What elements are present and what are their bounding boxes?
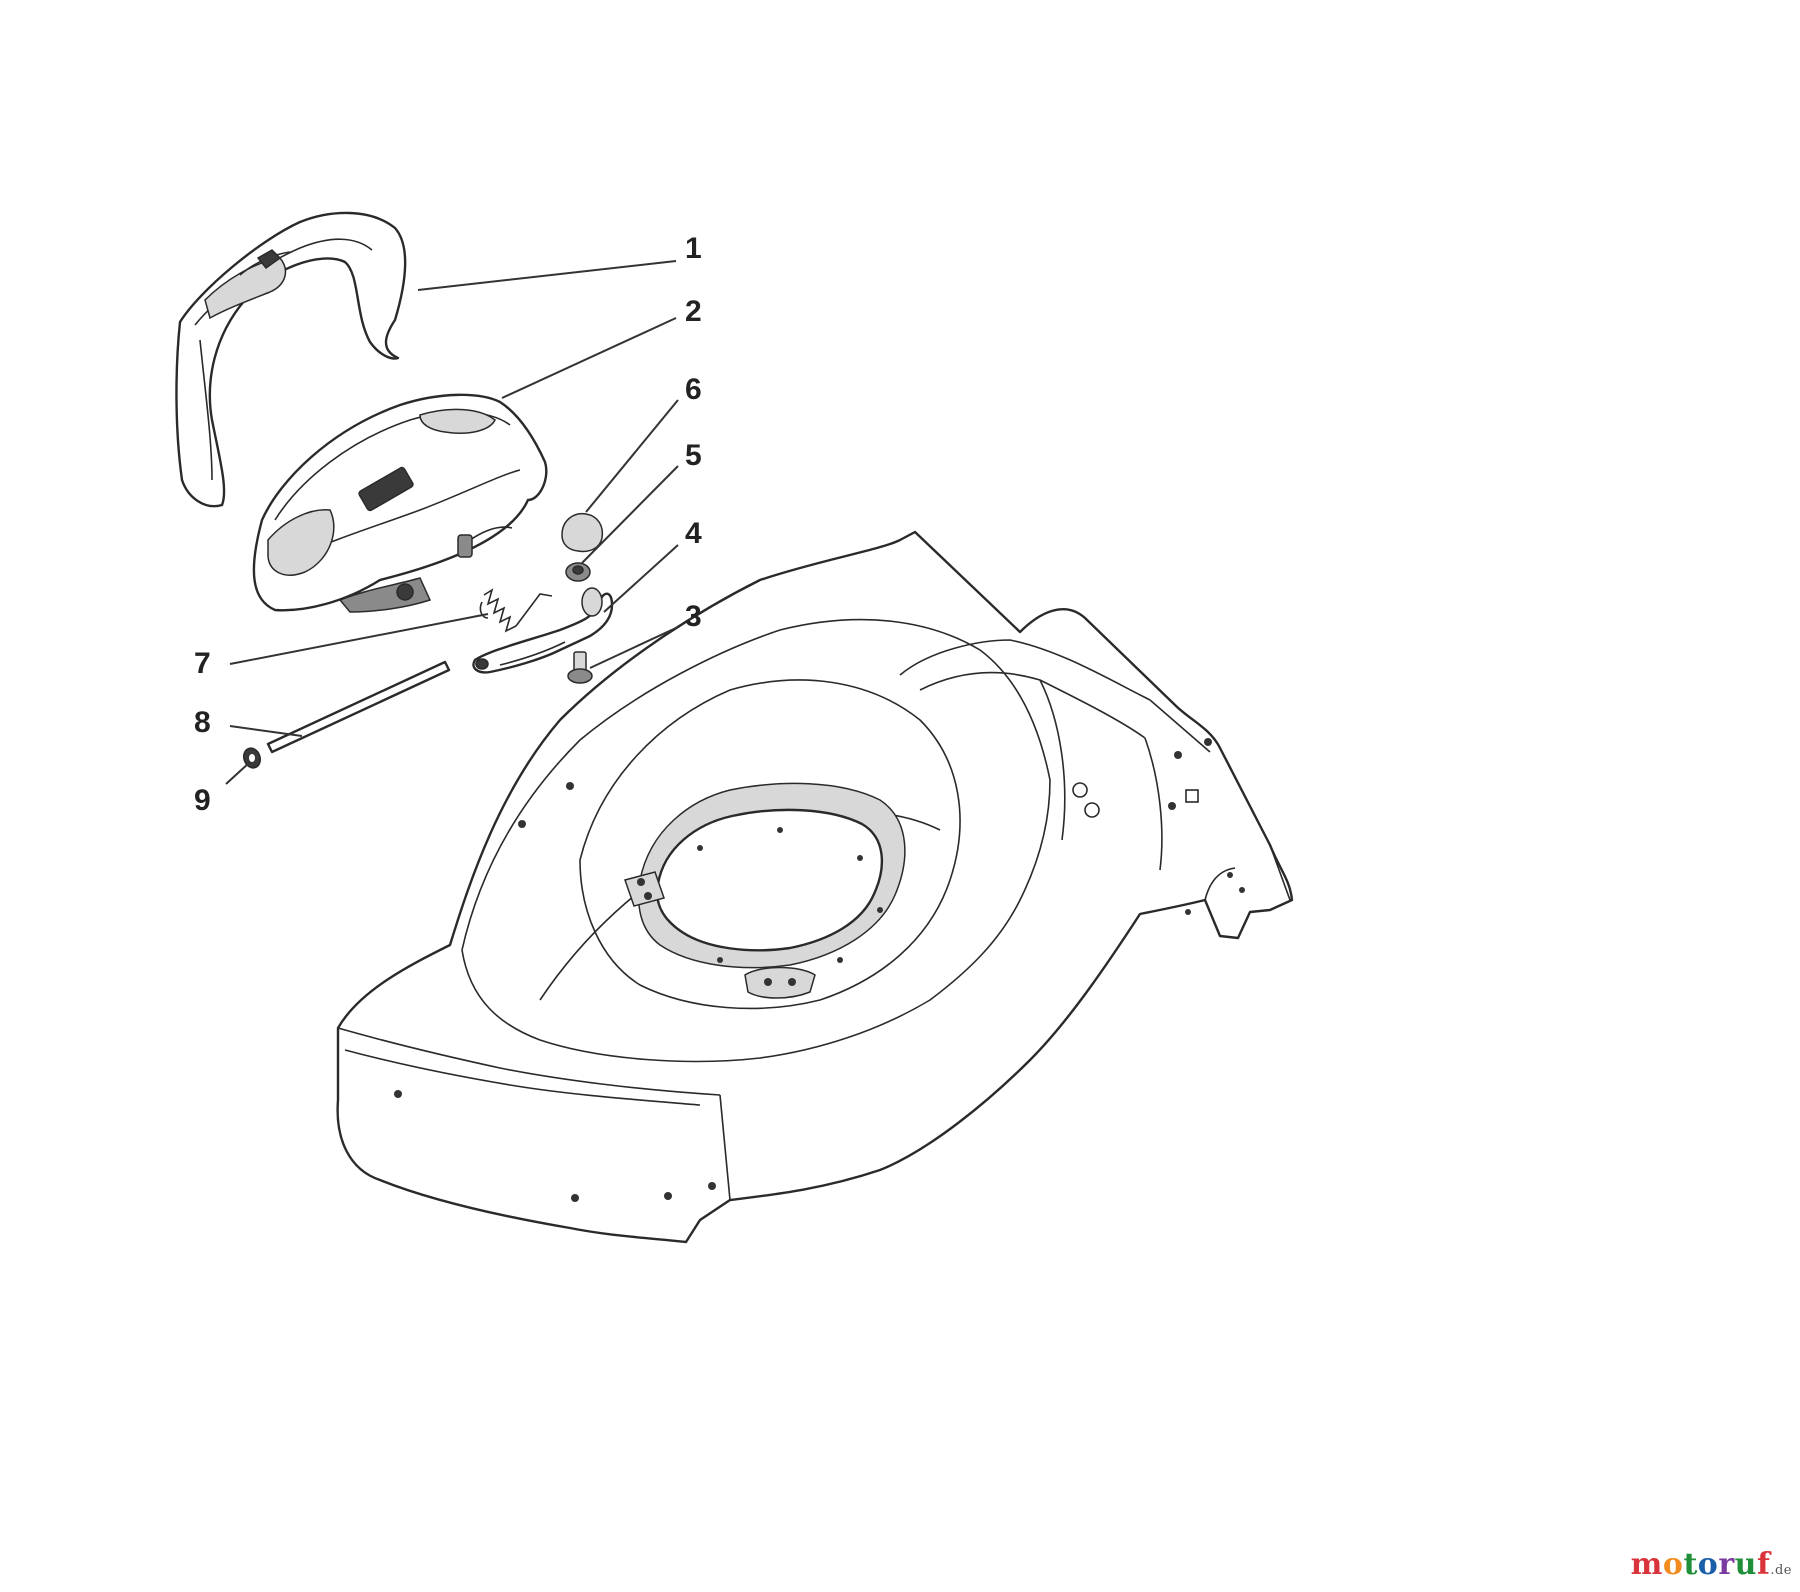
watermark-tld: .de xyxy=(1770,1563,1792,1578)
part-rear-cover xyxy=(252,393,548,613)
watermark-letter: u xyxy=(1734,1547,1757,1582)
part-rear-flap xyxy=(175,211,407,508)
leader-2 xyxy=(501,317,677,399)
watermark-letter: t xyxy=(1683,1547,1698,1582)
part-screw xyxy=(567,651,593,684)
callout-7: 7 xyxy=(194,647,211,680)
leader-3 xyxy=(589,626,679,669)
callout-8: 8 xyxy=(194,706,211,739)
motoruf-watermark: motoruf.de xyxy=(1631,1547,1792,1582)
leader-5 xyxy=(581,465,679,564)
callout-3: 3 xyxy=(685,600,702,633)
callouts: 1 2 6 5 4 3 7 8 9 xyxy=(194,232,702,817)
callout-4: 4 xyxy=(685,517,702,550)
callout-1: 1 xyxy=(685,232,702,265)
watermark-letter: r xyxy=(1718,1547,1735,1582)
leader-8 xyxy=(229,725,303,737)
callout-2: 2 xyxy=(685,295,702,328)
callout-5: 5 xyxy=(685,439,702,472)
part-spring xyxy=(479,588,553,633)
watermark-logo-text: motoruf xyxy=(1631,1547,1771,1582)
part-cap xyxy=(561,512,604,553)
leader-4 xyxy=(603,544,679,613)
mower-deck xyxy=(336,530,1294,1244)
watermark-letter: m xyxy=(1630,1547,1663,1582)
leader-1 xyxy=(417,260,677,291)
watermark-letter: o xyxy=(1697,1547,1719,1582)
watermark-letter: o xyxy=(1662,1547,1684,1582)
leader-6 xyxy=(585,399,679,513)
leader-7 xyxy=(229,613,489,665)
part-nut xyxy=(565,562,591,582)
leader-lines xyxy=(225,260,679,785)
part-rod xyxy=(266,660,451,754)
leader-9 xyxy=(225,761,251,785)
callout-9: 9 xyxy=(194,784,211,817)
callout-6: 6 xyxy=(685,373,702,406)
watermark-letter: f xyxy=(1756,1547,1771,1582)
